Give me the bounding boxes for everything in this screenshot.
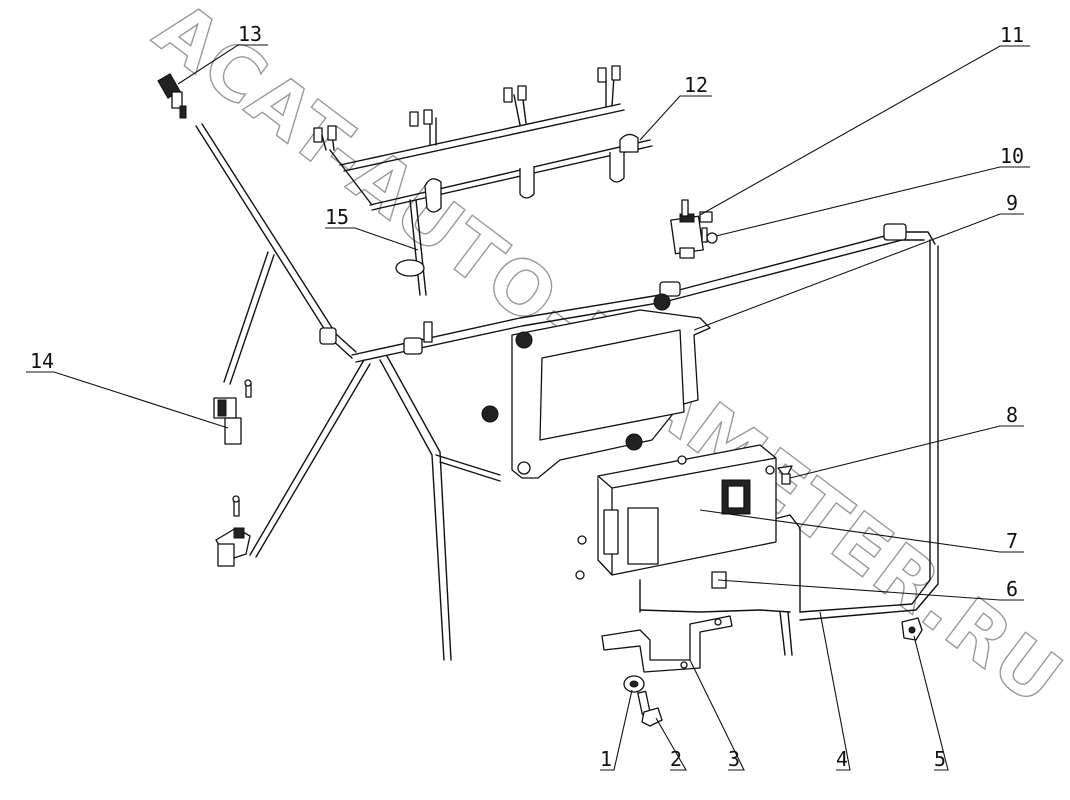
sensor-11 [670, 199, 713, 259]
callout-2: 2 [670, 747, 682, 771]
sensor-14 [213, 379, 252, 445]
leader-lines [26, 44, 1030, 771]
injector-connectors [313, 65, 621, 143]
callout-4: 4 [836, 747, 848, 771]
washer-1 [623, 675, 645, 693]
callout-14: 14 [30, 349, 54, 373]
callout-labels: 11 12 10 9 8 7 6 13 14 15 1 2 3 4 5 [30, 22, 1024, 771]
bracket-3 [601, 615, 733, 673]
callout-6: 6 [1006, 577, 1018, 601]
ecu-7 [575, 444, 777, 589]
callout-10: 10 [1000, 144, 1024, 168]
sensor-lower-left [215, 495, 251, 567]
injector-harness [313, 65, 653, 296]
callout-1: 1 [600, 747, 612, 771]
ecu-bracket-9 [481, 293, 711, 479]
bolt-10 [701, 227, 718, 244]
callout-3: 3 [728, 747, 740, 771]
callout-11: 11 [1000, 23, 1024, 47]
harness-frame [195, 123, 939, 661]
sensor-13 [157, 73, 187, 119]
callout-8: 8 [1006, 403, 1018, 427]
callout-13: 13 [238, 22, 262, 46]
callout-7: 7 [1006, 529, 1018, 553]
bolt-8 [777, 465, 793, 485]
callout-12: 12 [684, 73, 708, 97]
callout-9: 9 [1006, 191, 1018, 215]
callout-15: 15 [325, 205, 349, 229]
bolt-2 [637, 690, 663, 727]
callout-5: 5 [934, 747, 946, 771]
clamp-5 [901, 617, 923, 641]
